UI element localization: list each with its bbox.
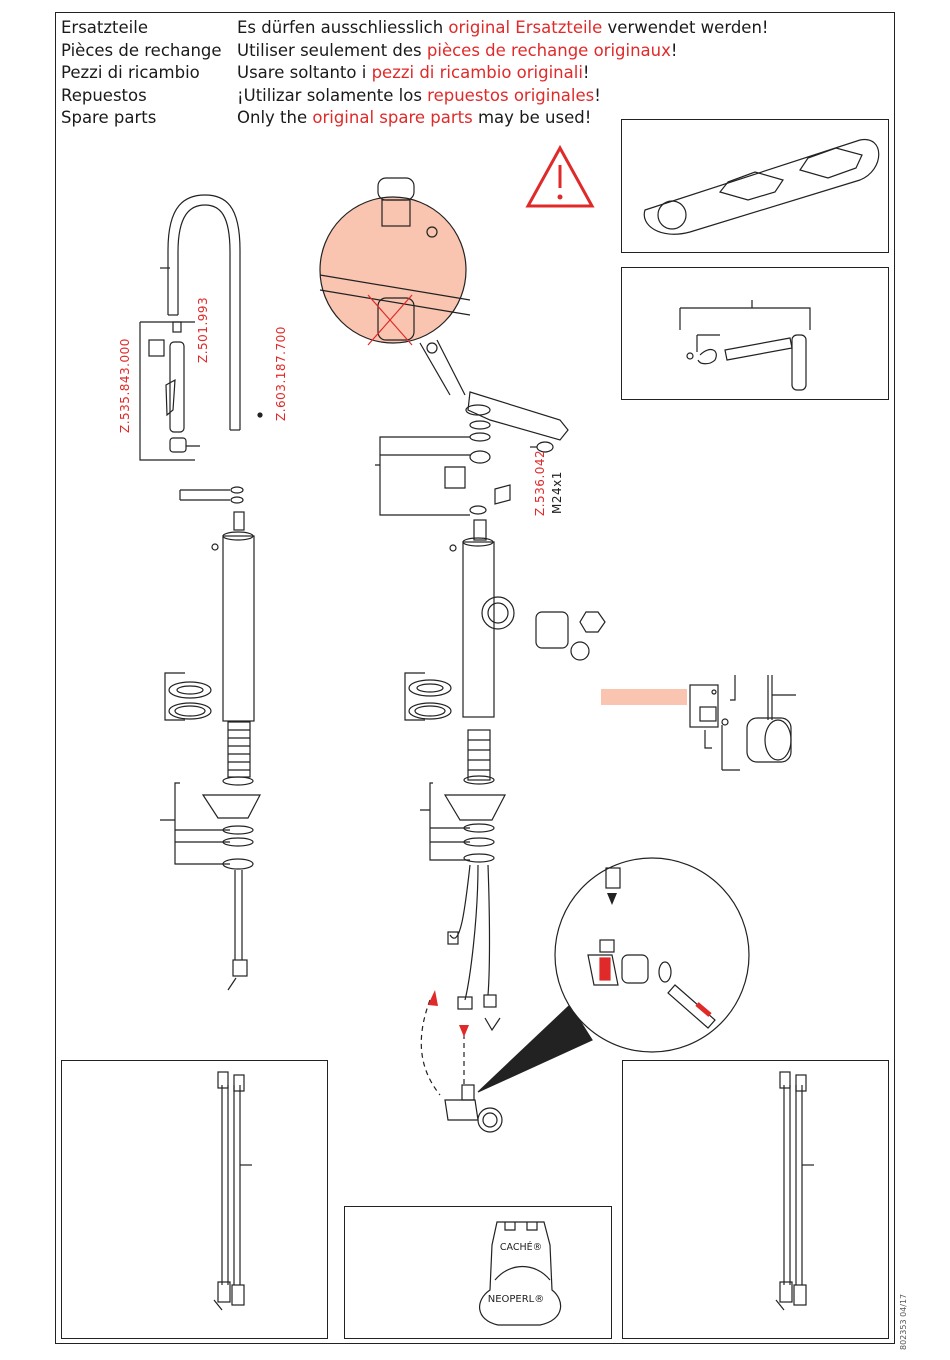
left-body xyxy=(160,486,261,991)
flow-arrows xyxy=(428,893,617,1037)
wrench-tool xyxy=(643,139,880,235)
part-number-hose-set: Z.535.843.000 xyxy=(118,338,132,433)
title-en: Spare parts xyxy=(61,108,157,127)
part-number-pin: Z.603.187.700 xyxy=(274,326,288,421)
notice-en: Only the original spare parts may be use… xyxy=(237,108,592,127)
left-spout-drawing xyxy=(160,194,241,431)
title-it: Pezzi di ricambio xyxy=(61,63,200,82)
title-es: Repuestos xyxy=(61,85,147,105)
salmon-highlight-bar xyxy=(601,689,687,705)
part-number-aerator: Z.536.042 xyxy=(533,449,547,516)
notice-fr: Utiliser seulement des pièces de rechang… xyxy=(237,40,678,60)
document-frame xyxy=(55,12,895,1344)
hoses-right-box xyxy=(622,1060,889,1339)
notice-es: ¡Utilizar solamente los repuestos origin… xyxy=(237,85,601,105)
aerator-key-drawing xyxy=(479,1221,562,1326)
document-code: 802353 04/17 xyxy=(899,1293,908,1350)
aerator-key-box xyxy=(344,1206,612,1339)
lever-box xyxy=(621,267,889,400)
zoom-circle-top xyxy=(319,177,471,396)
wrench-box xyxy=(621,119,889,253)
hoses-right xyxy=(775,1071,814,1311)
notice-it: Usare soltanto i pezzi di ricambio origi… xyxy=(237,63,590,82)
header-notices: Es dürfen ausschliesslich original Ersat… xyxy=(237,17,769,130)
zoom-circle-bottom xyxy=(477,857,750,1093)
hoses-left xyxy=(213,1071,252,1311)
center-body xyxy=(404,519,606,1133)
header-titles: Ersatzteile Pièces de rechange Pezzi di … xyxy=(61,17,222,130)
thread-size-label: M24x1 xyxy=(550,471,564,514)
hoses-left-box xyxy=(61,1060,328,1339)
title-fr: Pièces de rechange xyxy=(61,40,222,60)
left-pullout-parts xyxy=(139,321,263,461)
notice-de: Es dürfen ausschliesslich original Ersat… xyxy=(237,18,769,37)
center-spout xyxy=(375,391,569,516)
key-label-cache: CACHÉ® xyxy=(500,1241,542,1253)
part-number-screw: Z.501.993 xyxy=(196,296,210,363)
side-handle-parts xyxy=(689,675,796,771)
title-de: Ersatzteile xyxy=(61,18,148,37)
warning-triangle-icon xyxy=(525,144,595,208)
key-label-neoperl: NEOPERL® xyxy=(488,1294,545,1305)
lever-tool xyxy=(679,300,811,391)
